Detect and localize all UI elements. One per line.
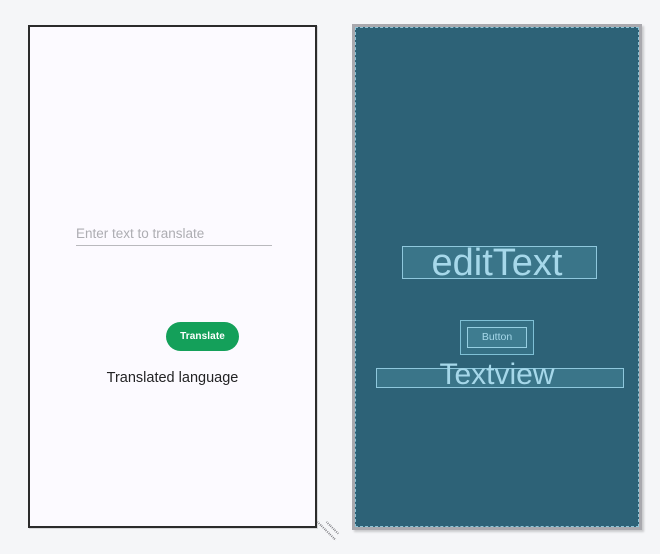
wireframe-edittext-box[interactable] — [402, 246, 597, 279]
wireframe-button-box[interactable] — [467, 327, 527, 348]
grip-line — [316, 521, 337, 541]
translate-button[interactable]: Translate — [166, 322, 239, 351]
wireframe-canvas[interactable]: editText Button Textview — [355, 27, 639, 527]
resize-grip-icon[interactable] — [316, 518, 344, 546]
translated-language-label: Translated language — [106, 370, 239, 386]
app-preview-panel[interactable]: Translate Translated language — [28, 25, 317, 528]
translate-input[interactable] — [76, 226, 272, 246]
app-preview-surface: Translate Translated language — [30, 27, 315, 526]
wireframe-textview-box[interactable] — [376, 368, 624, 388]
translate-input-container — [76, 225, 272, 246]
wireframe-panel[interactable]: editText Button Textview — [352, 24, 642, 530]
